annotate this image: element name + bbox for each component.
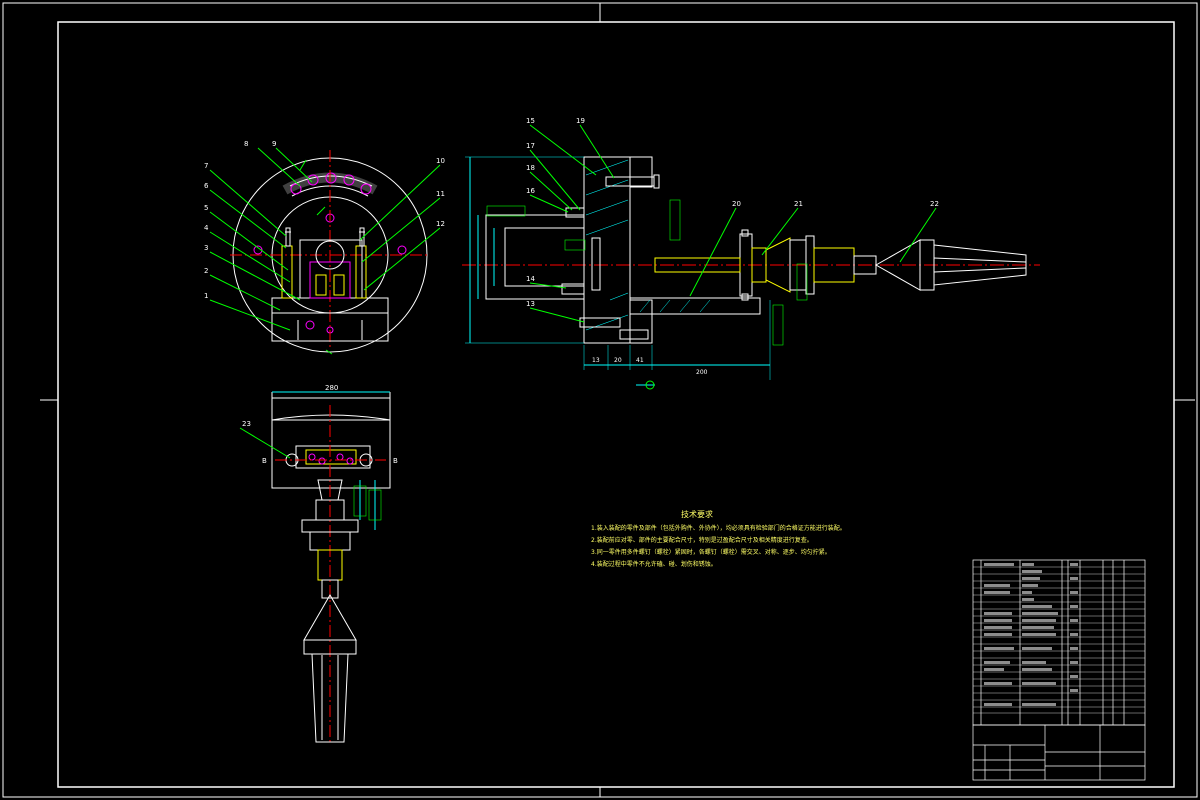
balloon-6: 6 [204,182,209,190]
tech-requirement-1: 1.装入装配的零件及部件（包括外购件、外协件），均必须具有检验部门的合格证方能进… [591,524,846,532]
balloon-9: 9 [272,140,276,148]
balloon-16: 16 [526,187,535,195]
balloon-1: 1 [204,292,208,300]
balloon-2: 2 [204,267,208,275]
tech-requirements-title: 技术要求 [681,509,713,519]
balloon-8: 8 [244,140,248,148]
title-block [972,724,1146,781]
top-view-plan: 280 B B 23 [239,384,398,745]
balloon-18: 18 [526,164,535,172]
balloon-19: 19 [576,117,585,125]
balloon-labels-side: 15 19 17 18 16 14 13 20 21 22 [526,117,939,308]
dim-side-h2: 20 [614,357,622,364]
tech-requirement-4: 4.装配过程中零件不允许磕、碰、划伤和锈蚀。 [591,560,717,568]
balloon-labels-front: 8 9 7 6 5 4 3 2 1 10 11 12 [204,140,445,300]
balloon-5: 5 [204,204,208,212]
section-letter-right: B [393,457,398,465]
front-view-circular [230,150,430,355]
balloon-11: 11 [436,190,445,198]
leader-lines-side [529,124,937,323]
dim-side-h3: 41 [636,357,644,364]
tech-requirement-3: 3.同一零件用多件螺钉（螺栓）紧固时，各螺钉（螺栓）需交叉、对称、逐步、均匀拧紧… [591,548,831,556]
parts-list-fill [984,563,1078,706]
balloon-15: 15 [526,117,535,125]
dim-side-length: 200 [696,369,708,376]
parts-list-rows [973,566,1145,714]
tech-requirement-2: 2.装配前应对零、部件的主要配合尺寸，特别是过盈配合尺寸及相关精度进行复查。 [591,536,813,544]
balloon-21: 21 [794,200,803,208]
balloon-23: 23 [242,420,251,428]
balloon-7: 7 [204,162,208,170]
balloon-14: 14 [526,275,535,283]
balloon-12: 12 [436,220,445,228]
balloon-17: 17 [526,142,535,150]
section-letter-left: B [262,457,267,465]
side-section-view: 13 20 41 200 [462,156,1040,390]
leader-lines-front [209,147,441,331]
dim-side-h1: 13 [592,357,600,364]
balloon-3: 3 [204,244,208,252]
tech-requirements: 技术要求 1.装入装配的零件及部件（包括外购件、外协件），均必须具有检验部门的合… [591,509,846,568]
balloon-13: 13 [526,300,535,308]
dim-plan-width: 280 [325,384,338,392]
balloon-22: 22 [930,200,939,208]
balloon-4: 4 [204,224,209,232]
balloon-10: 10 [436,157,445,165]
balloon-20: 20 [732,200,741,208]
